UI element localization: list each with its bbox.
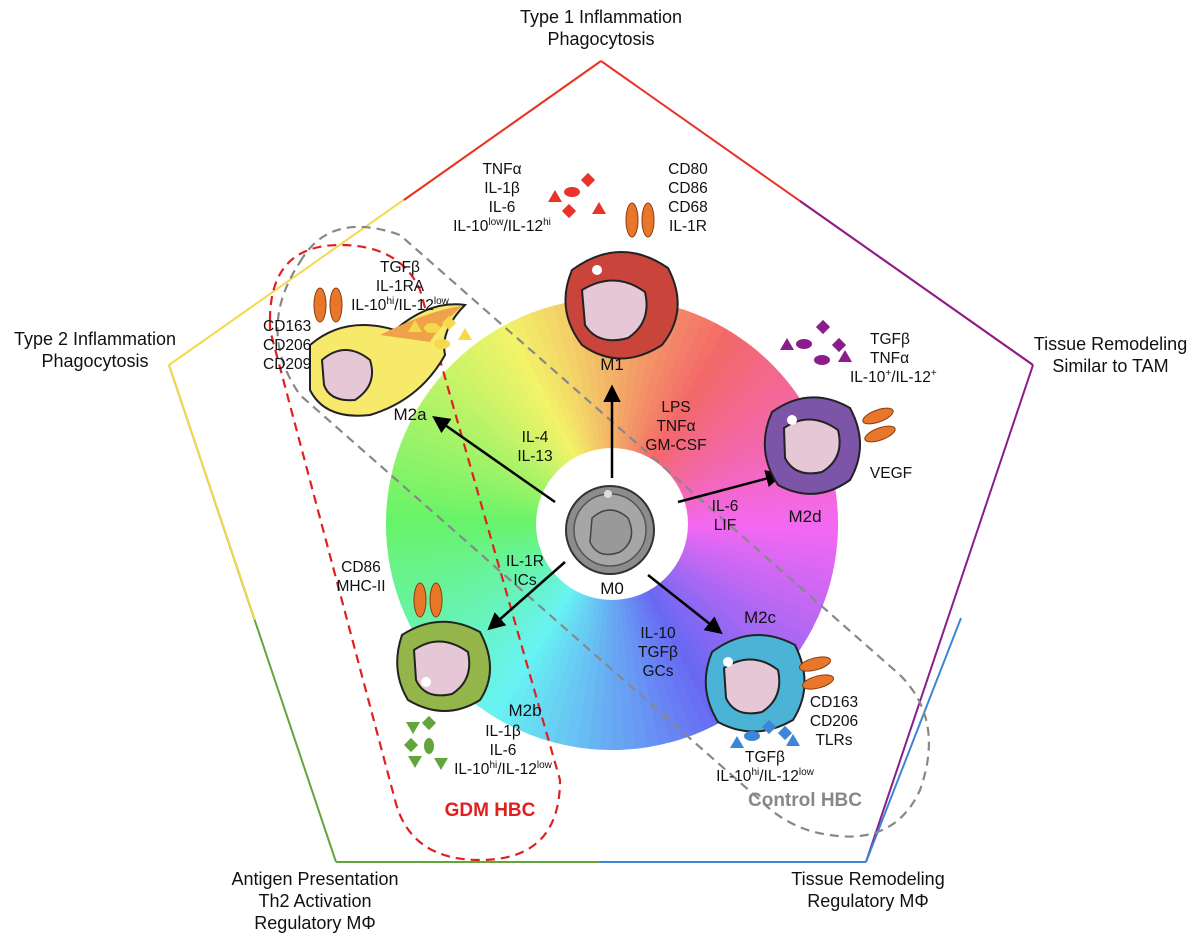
m2d-cell (763, 396, 896, 495)
stimuli-m2c: IL-10 TGFβ GCs (638, 625, 678, 680)
m2a-marker-list: CD163 CD206 CD209 (263, 318, 312, 373)
label-top-corner: Type 1 Inflammation Phagocytosis (519, 7, 683, 49)
cell-label-m1: M1 (600, 355, 624, 374)
stimuli-m2b: IL-1R ICs (506, 553, 544, 589)
arrow-to-m2b (487, 561, 566, 631)
m2a-cell (309, 287, 468, 417)
control-hbc-outline (276, 225, 930, 838)
group-label-control-hbc: Control HBC (748, 790, 862, 811)
cell-label-m2c: M2c (743, 608, 777, 627)
stimulus-arrows (432, 384, 784, 635)
m1-secreted-list: TNFα IL-1β IL-6 IL-10low/IL-12hi (453, 161, 551, 235)
m1-cell (564, 202, 679, 360)
label-bottom-right-corner: Tissue Remodeling Regulatory MΦ (791, 869, 945, 911)
cell-label-m2a: M2a (393, 405, 427, 424)
gdm-hbc-outline (268, 243, 562, 862)
stimuli-m2d: IL-6 LIF (711, 498, 739, 534)
m1-cytokine-symbols (548, 172, 606, 219)
m2a-cytokine-symbols (408, 315, 472, 349)
pentagon-border (168, 60, 1034, 863)
edge-right (865, 364, 1034, 863)
m2b-secreted-list: IL-1β IL-6 IL-10hi/IL-12low (454, 723, 552, 778)
m2b-cytokine-symbols (403, 715, 448, 770)
m2c-secreted-list: TGFβ IL-10hi/IL-12low (716, 749, 814, 785)
m2b-marker-list: CD86 MHC-II (336, 559, 386, 595)
cell-label-m0: M0 (600, 579, 624, 598)
label-left-corner: Type 2 Inflammation Phagocytosis (13, 329, 177, 371)
cell-label-m2d: M2d (788, 507, 822, 526)
arrow-to-m2d (677, 470, 784, 504)
m2a-secreted-list: TGFβ IL-1RA IL-10hi/IL-12low (351, 259, 449, 314)
m2d-marker-vegf: VEGF (869, 465, 913, 482)
m2c-marker-list: CD163 CD206 TLRs (809, 694, 859, 749)
cell-label-m2b: M2b (508, 701, 542, 720)
stimuli-m1: LPS TNFα GM-CSF (645, 399, 707, 454)
label-right-corner: Tissue Remodeling Similar to TAM (1033, 334, 1188, 376)
arrow-to-m2c (647, 574, 723, 635)
m2d-secreted-list: TGFβ TNFα IL-10+/IL-12+ (850, 331, 937, 386)
m2b-cell (396, 582, 491, 712)
stimuli-m2a: IL-4 IL-13 (517, 429, 553, 465)
m2c-cell (704, 634, 835, 733)
m1-marker-list: CD80 CD86 CD68 IL-1R (668, 161, 708, 235)
m2c-cytokine-symbols (730, 719, 800, 748)
m2d-cytokine-symbols (780, 319, 852, 365)
m0-cell (565, 485, 655, 575)
arrow-to-m2a (432, 415, 556, 504)
label-bottom-left-corner: Antigen Presentation Th2 Activation Regu… (231, 869, 399, 933)
group-label-gdm-hbc: GDM HBC (444, 800, 536, 821)
